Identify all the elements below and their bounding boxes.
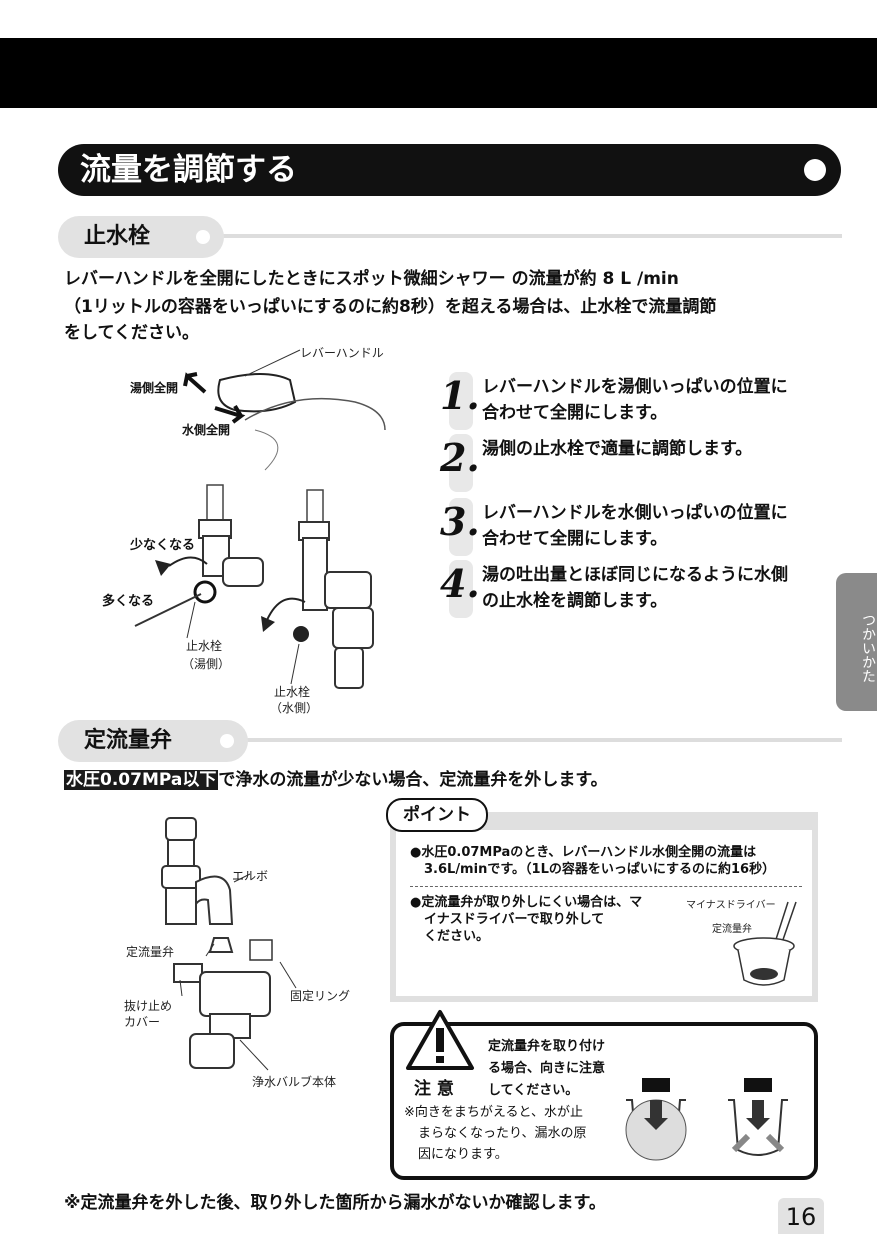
section-divider bbox=[200, 234, 842, 238]
label-valve-body: 浄水バルブ本体 bbox=[252, 1075, 337, 1089]
step-1-line-1: レバーハンドルを湯側いっぱいの位置に bbox=[482, 377, 788, 397]
step-number: 2. bbox=[440, 435, 480, 480]
step-number: 4. bbox=[440, 561, 480, 606]
point-item-1-line-1: ●水圧0.07MPaのとき、レバーハンドル水側全開の流量は bbox=[410, 845, 757, 860]
point-tag: ポイント bbox=[386, 798, 488, 832]
orientation-illustration bbox=[625, 1078, 788, 1161]
label-lever-handle: レバーハンドル bbox=[300, 346, 384, 360]
elbow-shape bbox=[195, 875, 234, 925]
section-divider bbox=[200, 738, 842, 742]
ring-shape bbox=[249, 939, 273, 961]
caution-line-3: してください。 bbox=[488, 1083, 579, 1098]
cover-shape bbox=[173, 963, 203, 983]
label-cover-1: 抜け止め bbox=[124, 999, 173, 1013]
label-ring: 固定リング bbox=[290, 989, 351, 1003]
caution-note-3: 因になります。 bbox=[418, 1147, 508, 1162]
label-fig-valve: 定流量弁 bbox=[712, 924, 752, 935]
section-title-constant-flow-valve: 定流量弁 bbox=[84, 728, 173, 753]
step-3-line-2: 合わせて全開にします。 bbox=[482, 529, 668, 549]
section-dot-icon bbox=[196, 230, 210, 244]
title-banner bbox=[58, 144, 841, 196]
step-bar bbox=[449, 498, 473, 556]
footer-note: ※定流量弁を外した後、取り外した箇所から漏水がないか確認します。 bbox=[64, 1193, 606, 1213]
step-1-line-2: 合わせて全開にします。 bbox=[482, 403, 668, 423]
section-header bbox=[58, 720, 248, 762]
step-2-line-1: 湯側の止水栓で適量に調節します。 bbox=[482, 439, 753, 459]
point-divider bbox=[410, 886, 802, 887]
title-dot-icon bbox=[804, 159, 826, 181]
header-bar bbox=[0, 38, 877, 108]
caution-note-1: ※向きをまちがえると、水が止 bbox=[404, 1105, 583, 1120]
step-bar bbox=[449, 434, 473, 492]
cold-arrow-icon bbox=[214, 404, 246, 424]
section2-intro-rest: で浄水の流量が少ない場合、定流量弁を外します。 bbox=[218, 770, 608, 790]
label-elbow: エルボ bbox=[232, 869, 269, 883]
stopcock-illustration bbox=[134, 349, 386, 689]
step-4-line-2: の止水栓を調節します。 bbox=[482, 591, 668, 611]
side-tab-label: つかいかた bbox=[860, 613, 876, 683]
label-stopcock-hot-2: （湯側） bbox=[182, 657, 231, 671]
label-stopcock-cold-2: （水側） bbox=[270, 701, 319, 715]
page-title: 流量を調節する bbox=[80, 152, 297, 188]
label-cover-2: カバー bbox=[124, 1015, 161, 1029]
hot-arrow-icon bbox=[183, 372, 207, 394]
section2-intro: 水圧0.07MPa以下で浄水の流量が少ない場合、定流量弁を外します。 bbox=[64, 767, 608, 794]
page-number: 16 bbox=[778, 1198, 824, 1234]
caution-line-2: る場合、向きに注意 bbox=[488, 1061, 606, 1076]
pressure-highlight: 水圧0.07MPa以下 bbox=[64, 770, 219, 790]
caution-line-1: 定流量弁を取り付け bbox=[488, 1039, 606, 1054]
driver-illustration bbox=[733, 901, 797, 986]
lever-handle-shape bbox=[217, 373, 297, 413]
side-tab[interactable] bbox=[836, 573, 877, 711]
label-hot-full: 湯側全開 bbox=[130, 381, 179, 395]
label-valve: 定流量弁 bbox=[126, 945, 175, 959]
step-number: 1. bbox=[440, 373, 480, 418]
section-dot-icon bbox=[220, 734, 234, 748]
point-item-2-line-1: ●定流量弁が取り外しにくい場合は、マ bbox=[410, 895, 643, 910]
label-less: 少なくなる bbox=[130, 538, 196, 553]
intro-line-1: レバーハンドルを全開にしたときにスポット微細シャワー の流量が約 8 L /mi… bbox=[64, 269, 679, 289]
label-stopcock-hot-1: 止水栓 bbox=[186, 639, 223, 653]
intro-line-2: （1リットルの容器をいっぱいにするのに約8秒）を超える場合は、止水栓で流量調節 bbox=[64, 297, 717, 317]
step-bar bbox=[449, 560, 473, 618]
warning-icon bbox=[406, 1010, 474, 1070]
caution-label: 注 意 bbox=[414, 1079, 454, 1099]
point-item-2-line-2: イナスドライバーで取り外して bbox=[424, 912, 605, 927]
label-driver: マイナスドライバー bbox=[686, 900, 776, 911]
step-3-line-1: レバーハンドルを水側いっぱいの位置に bbox=[482, 503, 788, 523]
point-item-2-line-3: ください。 bbox=[424, 929, 490, 944]
point-item-1-line-2: 3.6L/minです。（1Lの容器をいっぱいにするのに約16秒） bbox=[424, 862, 776, 877]
label-stopcock-cold-1: 止水栓 bbox=[274, 685, 311, 699]
step-number: 3. bbox=[440, 499, 480, 544]
step-bar bbox=[449, 372, 473, 430]
step-4-line-1: 湯の吐出量とほぼ同じになるように水側 bbox=[482, 565, 788, 585]
section-title-stopcock: 止水栓 bbox=[84, 224, 151, 249]
intro-line-3: をしてください。 bbox=[64, 323, 199, 343]
caution-note-2: まらなくなったり、漏水の原 bbox=[418, 1126, 587, 1141]
valve-illustration bbox=[161, 817, 297, 1071]
label-cold-full: 水側全開 bbox=[182, 423, 231, 437]
label-more: 多くなる bbox=[102, 594, 155, 609]
